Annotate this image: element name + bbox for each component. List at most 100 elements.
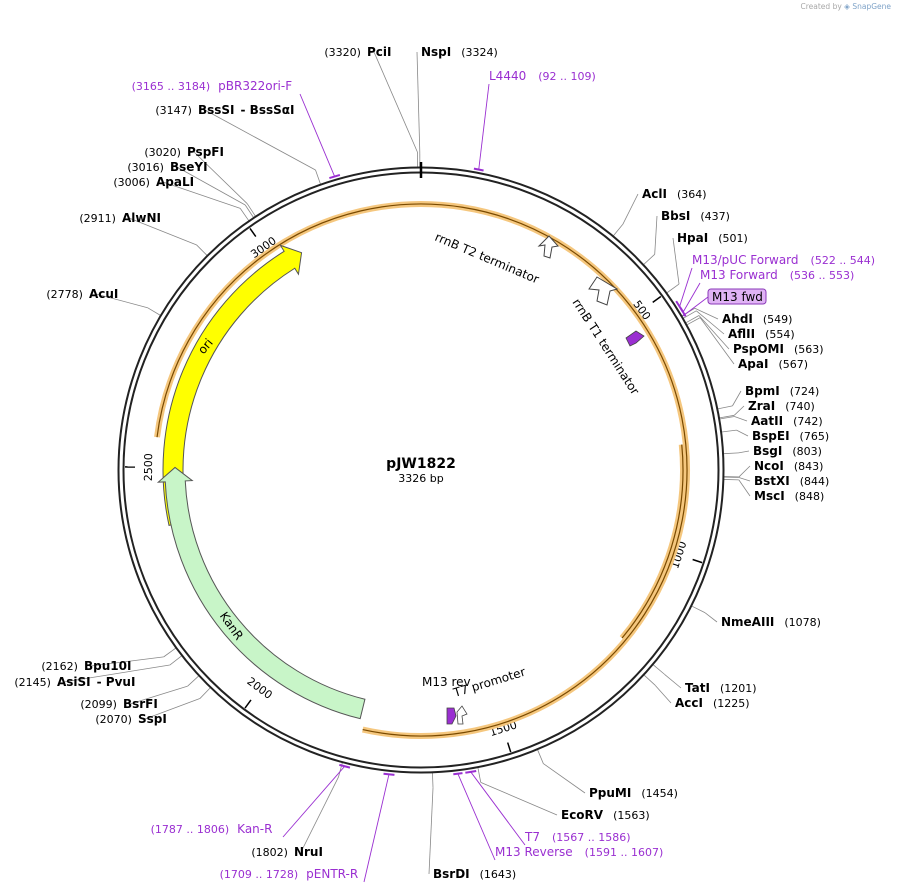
m13-rev-label: M13 rev — [422, 675, 471, 689]
enzyme-coord: (1563) — [613, 809, 650, 822]
enzyme-name: BsrFI — [123, 697, 158, 711]
orf-arc-core — [621, 444, 684, 639]
enzyme-coord: (2070) — [95, 713, 132, 726]
enzyme-label: NspI(3324) — [421, 45, 498, 59]
enzyme-leader-stub — [643, 254, 655, 265]
enzyme-leader-stub — [666, 283, 680, 294]
rrnb-t2-label: rrnB T2 terminator — [433, 230, 541, 287]
enzyme-leader-stub — [477, 767, 482, 783]
enzyme-name: AclI — [642, 187, 667, 201]
enzyme-coord: (742) — [793, 415, 823, 428]
enzyme-leader-stub — [147, 307, 161, 316]
primer-name: M13/pUC Forward — [692, 253, 799, 267]
enzyme-name: AhdI — [722, 312, 753, 326]
enzyme-label: (3020)PspFI — [144, 145, 224, 159]
enzyme-coord: (1454) — [641, 787, 678, 800]
primer-label: M13/pUC Forward (522 .. 544) — [692, 253, 875, 267]
enzyme-label: EcoRV (1563) — [561, 808, 650, 822]
enzyme-coord: (844) — [800, 475, 830, 488]
tick-mark — [249, 227, 257, 237]
enzyme-leader-line — [664, 674, 682, 689]
primer-leader-line — [457, 773, 496, 861]
enzyme-name: ZraI — [748, 399, 775, 413]
enzyme-leader-stub — [244, 204, 254, 218]
enzyme-label: AhdI (549) — [722, 312, 792, 326]
primer-coord: (522 .. 544) — [811, 254, 876, 267]
enzyme-label: HpaI (501) — [677, 231, 748, 245]
rrnb-t1-terminator-arrow — [588, 276, 619, 306]
enzyme-leader-line — [162, 181, 241, 209]
enzyme-label: TatI(1201) — [685, 681, 757, 695]
primer-label: (1709 .. 1728)pENTR-R — [220, 867, 359, 881]
primer-coord: (1787 .. 1806) — [151, 823, 230, 836]
primer-label: (3165 .. 3184)pBR322ori-F — [132, 79, 293, 93]
snapgene-credit: Created by ◈ SnapGene — [801, 2, 892, 11]
enzyme-label: ApaI (567) — [738, 357, 808, 371]
enzyme-name: NcoI — [754, 459, 784, 473]
enzyme-name: HpaI — [677, 231, 708, 245]
enzyme-leader-stub — [537, 749, 544, 764]
primer-label: L4440(92 .. 109) — [489, 69, 596, 83]
primer-site-mark — [383, 772, 395, 776]
enzyme-name: NruI — [294, 845, 323, 859]
primer-site-mark — [465, 769, 477, 774]
primer-leader-line — [299, 93, 336, 177]
enzyme-extra: - BssSαI — [241, 103, 295, 117]
enzyme-label: (2070)SspI — [95, 712, 166, 726]
m13-fwd-primer-mark — [625, 330, 645, 347]
enzyme-leader-line — [543, 763, 586, 794]
primer-coord: (1591 .. 1607) — [585, 846, 664, 859]
enzyme-name: MscI — [754, 489, 785, 503]
enzyme-leader-line — [732, 390, 742, 407]
enzyme-leader-stub — [239, 208, 250, 221]
enzyme-label: BpmI(724) — [745, 384, 819, 398]
enzyme-leader-line — [300, 776, 339, 853]
primer-coord: (1709 .. 1728) — [220, 868, 299, 881]
primer-label: T7(1567 .. 1586) — [524, 830, 631, 844]
enzyme-name: BspEI — [752, 429, 790, 443]
enzyme-coord: (567) — [778, 358, 808, 371]
enzyme-leader-line — [654, 684, 672, 704]
enzyme-coord: (563) — [794, 343, 824, 356]
primer-coord: (3165 .. 3184) — [132, 80, 211, 93]
enzyme-name: ApaI — [738, 357, 768, 371]
enzyme-name: PspFI — [187, 145, 224, 159]
enzyme-name: PpuMI — [589, 786, 631, 800]
enzyme-label: BstXI(844) — [754, 474, 829, 488]
enzyme-leader-line — [738, 479, 751, 497]
enzyme-coord: (2778) — [46, 288, 83, 301]
primer-coord: (1567 .. 1586) — [552, 831, 631, 844]
enzyme-label: BsrDI(1643) — [433, 867, 516, 881]
enzyme-name: BssSI — [198, 103, 235, 117]
enzyme-label: (2145)AsiSI- PvuI — [14, 675, 135, 689]
enzyme-coord: (2162) — [41, 660, 78, 673]
enzyme-leader-stub — [685, 315, 700, 324]
enzyme-name: NmeAIII — [721, 615, 774, 629]
enzyme-coord: (2911) — [79, 212, 116, 225]
enzyme-leader-line — [622, 193, 639, 225]
enzyme-coord: (765) — [800, 430, 830, 443]
kanr-feature-arrow — [156, 466, 366, 720]
primer-site-mark — [473, 167, 484, 172]
enzyme-name: EcoRV — [561, 808, 604, 822]
enzyme-leader-stub — [187, 675, 199, 687]
enzyme-leader-stub — [246, 203, 256, 217]
enzyme-coord: (2099) — [80, 698, 117, 711]
enzyme-label: (3147)BssSI- BssSαI — [155, 103, 294, 117]
enzyme-coord: (1643) — [480, 868, 517, 881]
enzyme-name: AatII — [751, 414, 783, 428]
primer-leader-line — [478, 83, 490, 170]
enzyme-coord: (501) — [718, 232, 748, 245]
plasmid-backbone — [117, 162, 725, 774]
enzyme-coord: (437) — [700, 210, 730, 223]
enzyme-coord: (549) — [763, 313, 793, 326]
primer-leader-line — [282, 766, 345, 838]
tick-label: 2500 — [142, 453, 155, 481]
enzyme-leader-line — [144, 698, 201, 720]
enzyme-leader-line — [95, 293, 148, 309]
tick-mark — [692, 558, 703, 564]
enzyme-leader-stub — [719, 416, 735, 420]
enzyme-extra: - PvuI — [97, 675, 136, 689]
